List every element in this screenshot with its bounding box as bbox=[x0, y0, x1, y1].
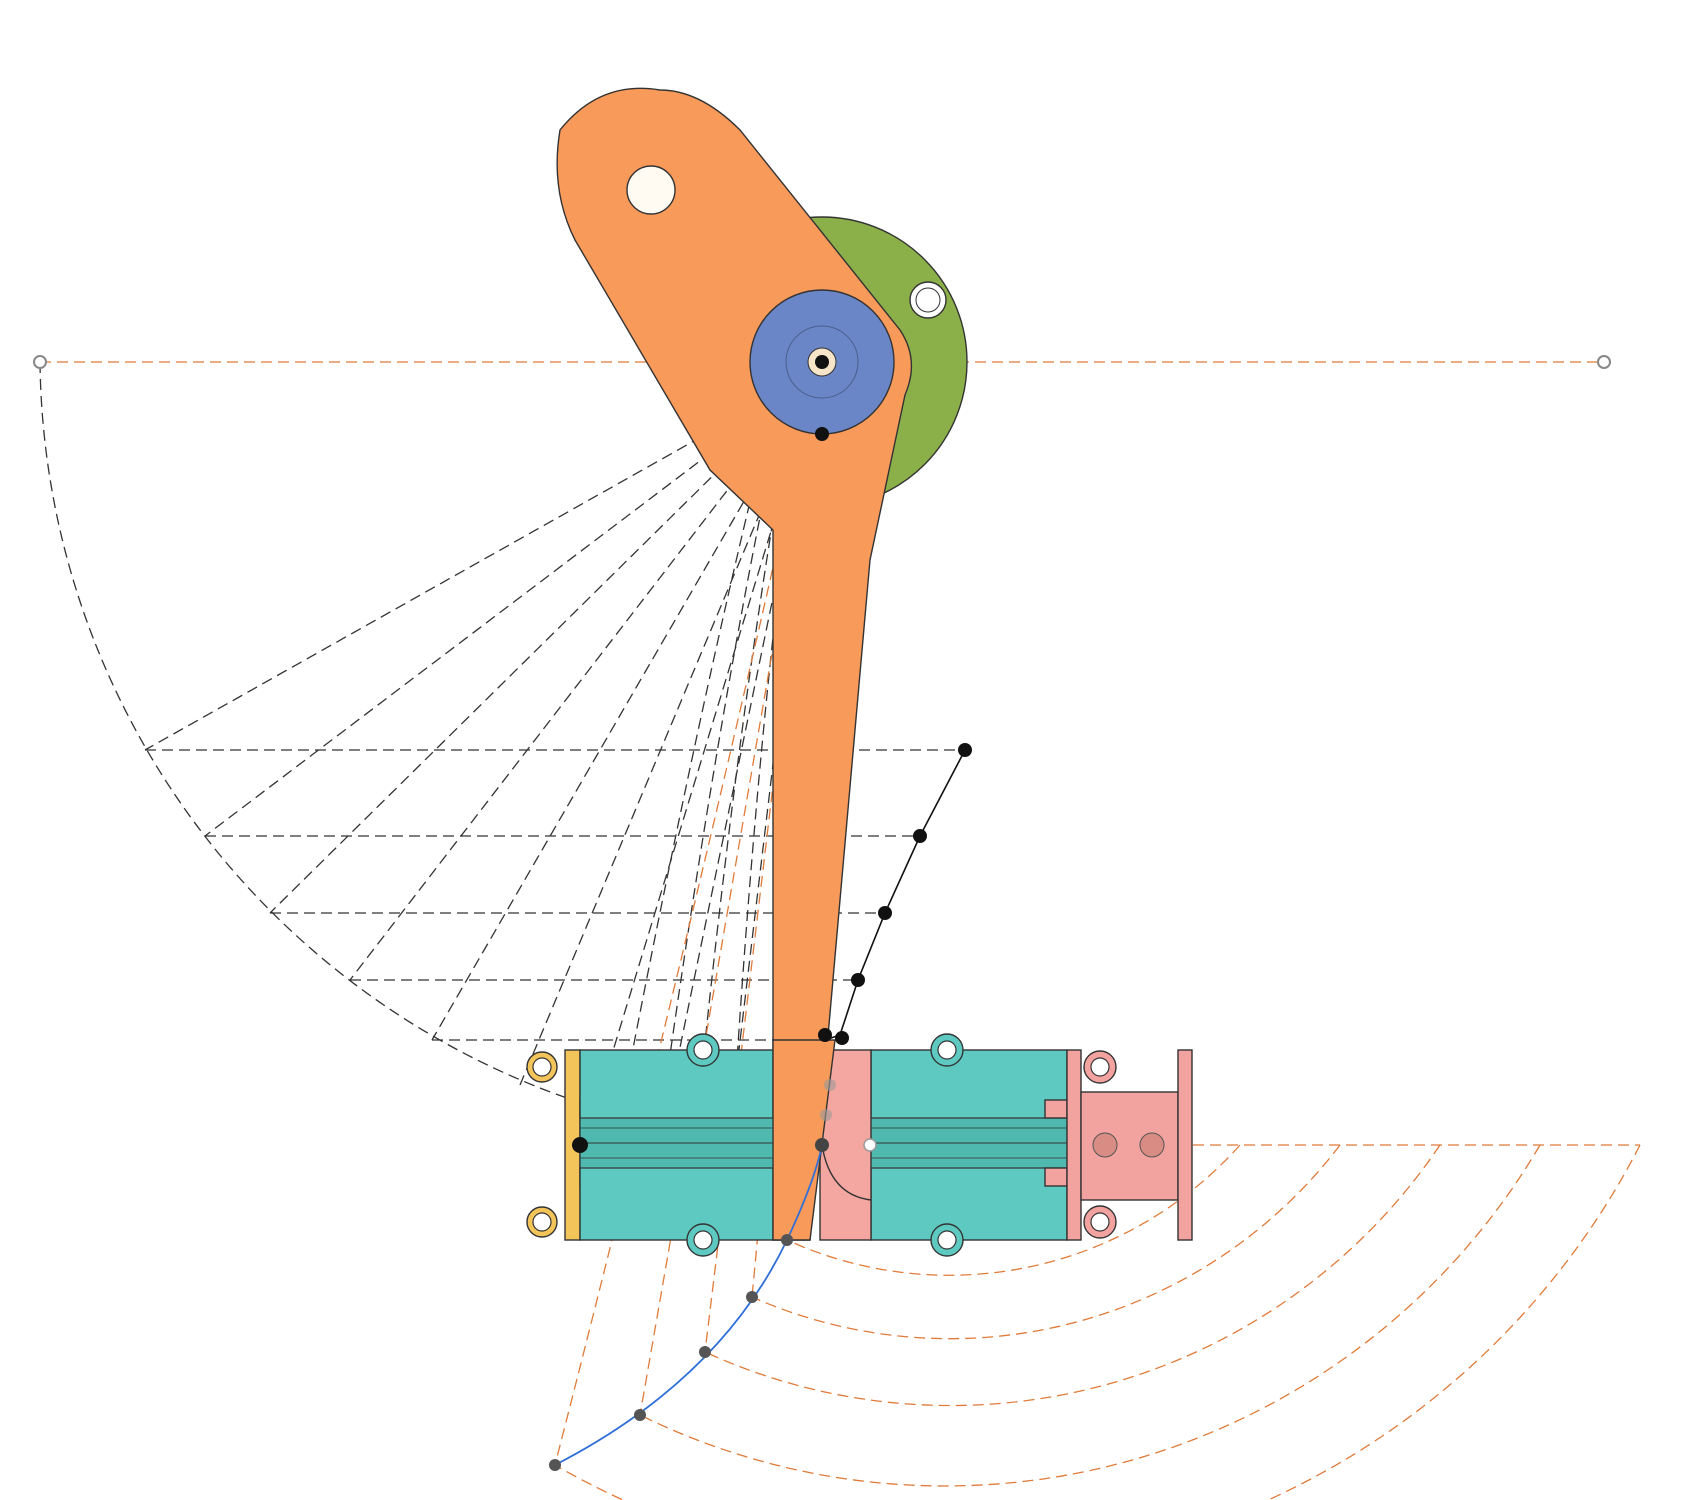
disc-hole-inner bbox=[915, 287, 941, 313]
point bbox=[815, 1138, 829, 1152]
disc-hole-icon bbox=[909, 281, 947, 319]
crank-arm-lower bbox=[772, 1039, 836, 1241]
teal-mount-holes bbox=[686, 1033, 964, 1257]
point bbox=[863, 1138, 877, 1152]
pivot-hub[interactable] bbox=[749, 289, 895, 435]
end-flange-right[interactable] bbox=[1066, 1049, 1193, 1241]
hub-center-point[interactable] bbox=[815, 355, 829, 369]
point bbox=[958, 743, 972, 757]
large-construction-arc bbox=[39, 361, 761, 1141]
bolt-hole-icon bbox=[1092, 1132, 1118, 1158]
point bbox=[851, 973, 865, 987]
axis-endpoint-left[interactable] bbox=[33, 355, 47, 369]
projection-curves bbox=[624, 419, 801, 1091]
point bbox=[549, 1459, 561, 1471]
trace-curve-blue bbox=[554, 1144, 823, 1466]
point bbox=[699, 1346, 711, 1358]
point bbox=[824, 1079, 836, 1091]
point bbox=[835, 1031, 849, 1045]
point bbox=[913, 829, 927, 843]
point bbox=[572, 1137, 588, 1153]
point bbox=[781, 1234, 793, 1246]
point bbox=[746, 1291, 758, 1303]
point bbox=[818, 1028, 832, 1042]
arm-hole-icon bbox=[626, 165, 676, 215]
sketch-points[interactable] bbox=[549, 427, 972, 1471]
point bbox=[634, 1409, 646, 1421]
axis-endpoint-right[interactable] bbox=[1597, 355, 1611, 369]
linear-slide-assembly[interactable] bbox=[526, 1033, 1193, 1257]
point bbox=[878, 906, 892, 920]
bolt-hole-icon bbox=[1139, 1132, 1165, 1158]
radial-lines bbox=[144, 369, 821, 1126]
hub-ring bbox=[785, 325, 859, 399]
point bbox=[815, 427, 829, 441]
point bbox=[820, 1109, 832, 1121]
